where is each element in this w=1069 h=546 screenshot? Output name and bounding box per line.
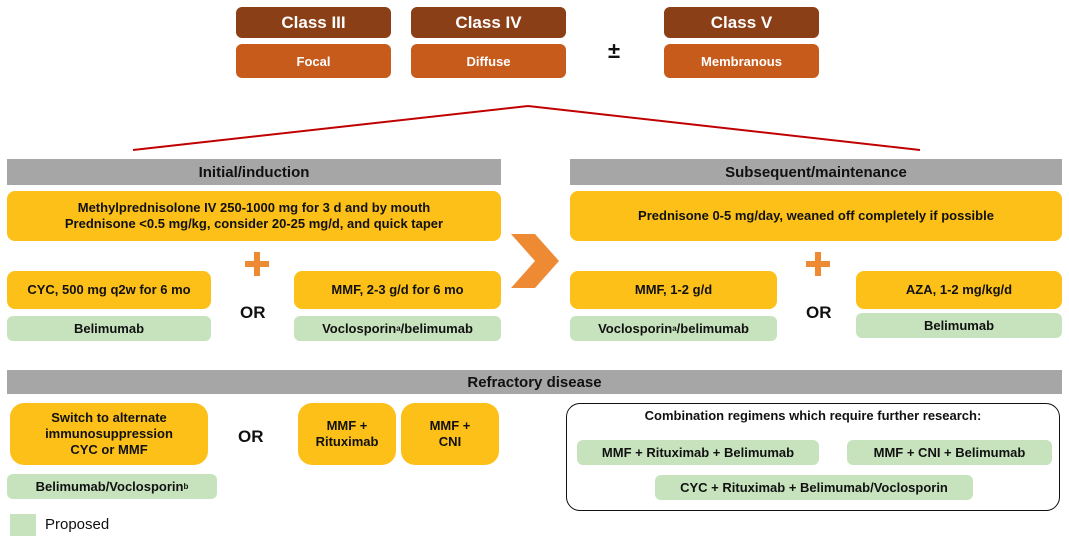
footnote-a: a bbox=[672, 324, 677, 333]
mmf-cni-line2: CNI bbox=[438, 434, 462, 449]
belimumab-aza-box: Belimumab bbox=[856, 313, 1062, 338]
belimumab-voclosporin-text: Belimumab/Voclosporin bbox=[35, 479, 184, 494]
cyc-regimen-box: CYC, 500 mg q2w for 6 mo bbox=[7, 271, 211, 309]
line-left bbox=[132, 105, 529, 151]
combination-regimens-panel bbox=[566, 403, 1060, 511]
footnote-a: a bbox=[396, 324, 401, 333]
refractory-header: Refractory disease bbox=[7, 370, 1062, 394]
voclosporin-text: Voclosporin bbox=[322, 321, 397, 336]
membranous-box: Membranous bbox=[664, 44, 819, 78]
class-iv-box: Class IV bbox=[411, 7, 566, 38]
voclosporin-text: Voclosporin bbox=[598, 321, 673, 336]
combo-mmf-rituximab-belimumab: MMF + Rituximab + Belimumab bbox=[577, 440, 819, 465]
switch-line1: Switch to alternate bbox=[51, 410, 167, 425]
line-right bbox=[527, 105, 921, 151]
plus-minus-sign: ± bbox=[608, 38, 621, 63]
diffuse-box: Diffuse bbox=[411, 44, 566, 78]
combo-mmf-cni-belimumab: MMF + CNI + Belimumab bbox=[847, 440, 1052, 465]
switch-line3: CYC or MMF bbox=[70, 442, 148, 457]
mmf-maintenance-box: MMF, 1-2 g/d bbox=[570, 271, 777, 309]
aza-box: AZA, 1-2 mg/kg/d bbox=[856, 271, 1062, 309]
or-maintenance: OR bbox=[806, 303, 832, 322]
or-refractory: OR bbox=[238, 427, 264, 446]
maintenance-steroid-box: Prednisone 0-5 mg/day, weaned off comple… bbox=[570, 191, 1062, 241]
arrow-right-icon bbox=[511, 234, 559, 288]
maintenance-header: Subsequent/maintenance bbox=[570, 159, 1062, 185]
class-iii-box: Class III bbox=[236, 7, 391, 38]
mmf-rituximab-line1: MMF + bbox=[326, 418, 368, 433]
initial-induction-header: Initial/induction bbox=[7, 159, 501, 185]
legend-proposed-label: Proposed bbox=[45, 516, 110, 533]
initial-steroid-line2: Prednisone <0.5 mg/kg, consider 20-25 mg… bbox=[64, 216, 444, 231]
plus-icon-maintenance bbox=[806, 252, 830, 276]
mmf-rituximab-box: MMF + Rituximab bbox=[298, 403, 396, 465]
combo-cyc-rituximab-belimumab-voclosporin: CYC + Rituximab + Belimumab/Voclosporin bbox=[655, 475, 973, 500]
class-v-box: Class V bbox=[664, 7, 819, 38]
legend-proposed-swatch bbox=[10, 514, 36, 536]
mmf-induction-box: MMF, 2-3 g/d for 6 mo bbox=[294, 271, 501, 309]
mmf-cni-line1: MMF + bbox=[429, 418, 471, 433]
combination-regimens-title: Combination regimens which require furth… bbox=[644, 408, 982, 423]
plus-icon-initial bbox=[245, 252, 269, 276]
switch-line2: immunosuppression bbox=[45, 426, 173, 441]
mmf-cni-box: MMF + CNI bbox=[401, 403, 499, 465]
switch-immunosuppression-box: Switch to alternate immunosuppression CY… bbox=[10, 403, 208, 465]
divergence-lines bbox=[132, 105, 921, 151]
initial-steroid-box: Methylprednisolone IV 250-1000 mg for 3 … bbox=[7, 191, 501, 241]
belimumab-text: /belimumab bbox=[400, 321, 473, 336]
mmf-rituximab-line2: Rituximab bbox=[315, 434, 379, 449]
belimumab-cyc-box: Belimumab bbox=[7, 316, 211, 341]
initial-steroid-line1: Methylprednisolone IV 250-1000 mg for 3 … bbox=[77, 200, 431, 215]
or-initial: OR bbox=[240, 303, 266, 322]
footnote-b: b bbox=[183, 482, 189, 491]
belimumab-text: /belimumab bbox=[676, 321, 749, 336]
focal-box: Focal bbox=[236, 44, 391, 78]
